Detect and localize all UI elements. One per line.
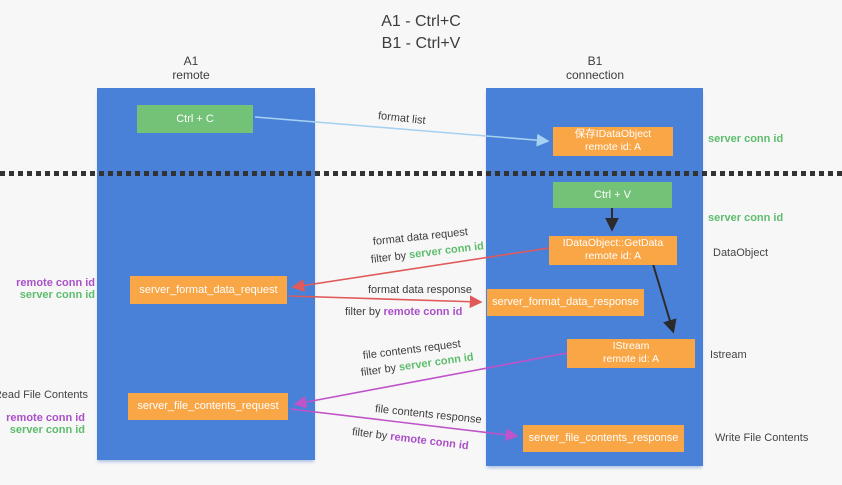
getdata-line1: IDataObject::GetData bbox=[562, 237, 664, 249]
filter-by-text: filter by bbox=[345, 306, 384, 318]
server-file-contents-response-node: server_file_contents_response bbox=[523, 425, 684, 452]
right-lane-name: B1 bbox=[587, 54, 603, 68]
right-lane-role: connection bbox=[565, 68, 625, 82]
diagram-title: A1 - Ctrl+C B1 - Ctrl+V bbox=[0, 11, 842, 55]
save-idataobject-line2: remote id: A bbox=[584, 141, 642, 153]
dataobject-label: DataObject bbox=[713, 247, 769, 259]
remote-conn-id-text: remote conn id bbox=[383, 306, 463, 318]
left-server-conn-id-label-1: server conn id bbox=[19, 289, 95, 301]
format-data-request-arrow bbox=[291, 247, 550, 292]
right-server-conn-id-label-1: server conn id bbox=[708, 133, 784, 145]
filter-by-remote-conn-id-label-1: filter by remote conn id bbox=[345, 306, 462, 319]
left-lane-name: A1 bbox=[183, 54, 199, 68]
ctrl-v-node: Ctrl + V bbox=[553, 182, 672, 208]
format-list-arrow bbox=[254, 116, 550, 147]
left-lane-role: remote bbox=[172, 68, 210, 82]
left-remote-conn-id-label-2: remote conn id bbox=[6, 412, 85, 424]
left-remote-conn-id-label-1: remote conn id bbox=[16, 277, 95, 289]
left-server-conn-id-label-2: server conn id bbox=[9, 424, 85, 436]
getdata-line2: remote id: A bbox=[584, 250, 642, 262]
machine-separator-dotted-line bbox=[0, 171, 842, 176]
format-data-response-label: format data response bbox=[368, 284, 472, 296]
right-server-conn-id-label-2: server conn id bbox=[708, 212, 784, 224]
istream-line2: remote id: A bbox=[602, 353, 660, 365]
server-format-data-response-node: server_format_data_response bbox=[487, 289, 644, 316]
istream-node: IStream remote id: A bbox=[567, 339, 695, 368]
istream-line1: IStream bbox=[612, 340, 650, 352]
file-contents-request-arrow bbox=[293, 352, 568, 409]
write-file-contents-label: Write File Contents bbox=[715, 432, 809, 444]
save-idataobject-node: 保存IDataObject remote id: A bbox=[553, 127, 673, 156]
right-lane-header: B1 connection bbox=[486, 54, 704, 82]
ctrl-c-node: Ctrl + C bbox=[137, 105, 253, 133]
left-lane-header: A1 remote bbox=[82, 54, 300, 82]
format-data-response-arrow bbox=[288, 295, 483, 309]
file-contents-response-arrow bbox=[289, 408, 519, 442]
server-format-data-request-node: server_format_data_request bbox=[130, 276, 287, 304]
title-line-a1: A1 - Ctrl+C bbox=[381, 13, 461, 30]
istream-side-label: Istream bbox=[710, 349, 747, 361]
save-idataobject-line1: 保存IDataObject bbox=[574, 128, 652, 140]
server-file-contents-request-node: server_file_contents_request bbox=[128, 393, 288, 420]
read-file-contents-label: Read File Contents bbox=[0, 389, 88, 401]
idataobject-getdata-node: IDataObject::GetData remote id: A bbox=[549, 236, 677, 265]
getdata-to-istream-arrow bbox=[652, 263, 677, 334]
title-line-b1: B1 - Ctrl+V bbox=[381, 35, 461, 52]
